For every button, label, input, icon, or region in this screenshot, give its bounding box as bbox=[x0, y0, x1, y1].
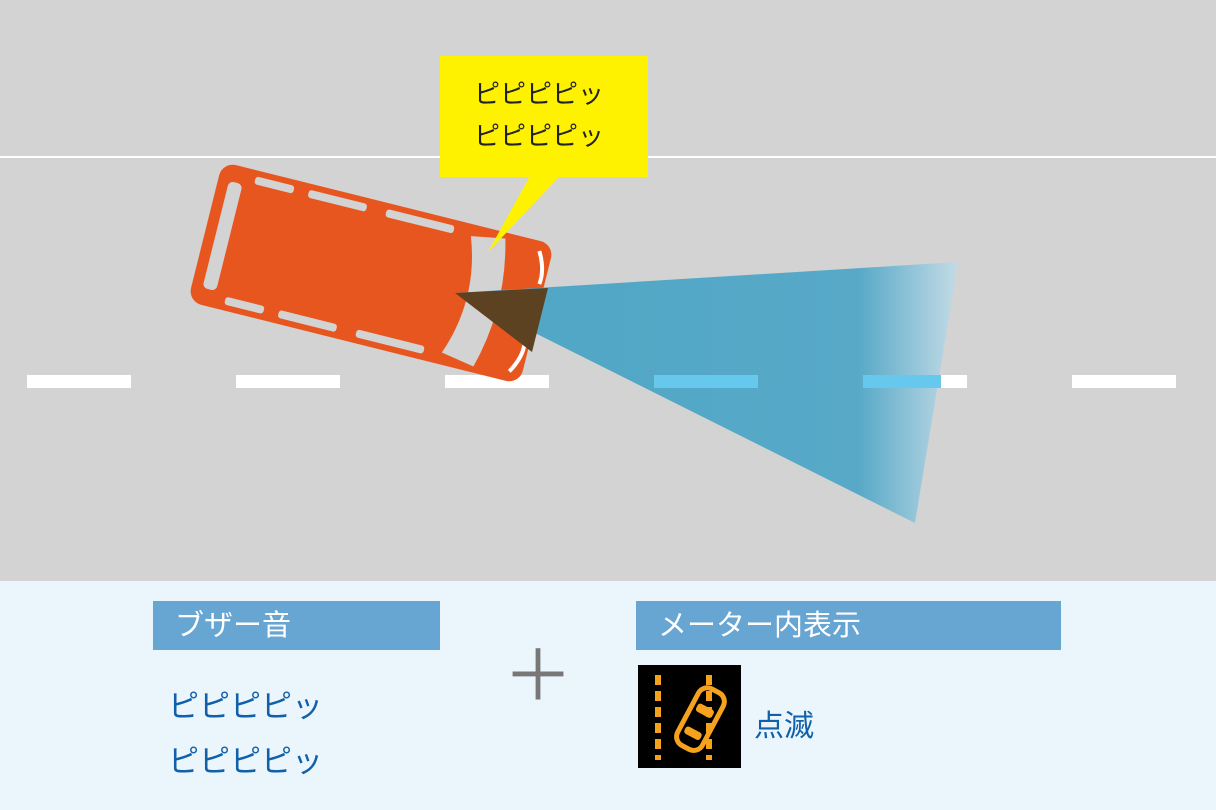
meter-header: メーター内表示 bbox=[636, 601, 1061, 650]
legend-panel: ブザー音 ピピピピッ ピピピピッ ＋ メーター内表示 点滅 bbox=[0, 581, 1216, 810]
buzzer-line-1: ピピピピッ bbox=[168, 689, 323, 725]
cone-car-overlap bbox=[455, 288, 548, 352]
bubble-line-2: ピピピピッ bbox=[474, 122, 605, 152]
lane-departure-warning-icon bbox=[638, 665, 741, 768]
car bbox=[190, 164, 552, 382]
lane-center-dashes bbox=[27, 375, 1176, 388]
meter-status: 点滅 bbox=[754, 709, 814, 744]
sensor-detection-cone bbox=[455, 262, 958, 523]
buzzer-speech-bubble: ピピピピッ ピピピピッ bbox=[440, 56, 648, 177]
buzzer-line-2: ピピピピッ bbox=[168, 744, 323, 780]
speech-bubble-tail bbox=[488, 176, 560, 252]
highlighted-dashes bbox=[654, 375, 941, 388]
plus-sign: ＋ bbox=[503, 635, 573, 717]
road-illustration bbox=[0, 156, 1216, 523]
buzzer-header: ブザー音 bbox=[153, 601, 440, 650]
bubble-line-1: ピピピピッ bbox=[474, 80, 605, 110]
road-scene: ピピピピッ ピピピピッ bbox=[0, 0, 1216, 581]
